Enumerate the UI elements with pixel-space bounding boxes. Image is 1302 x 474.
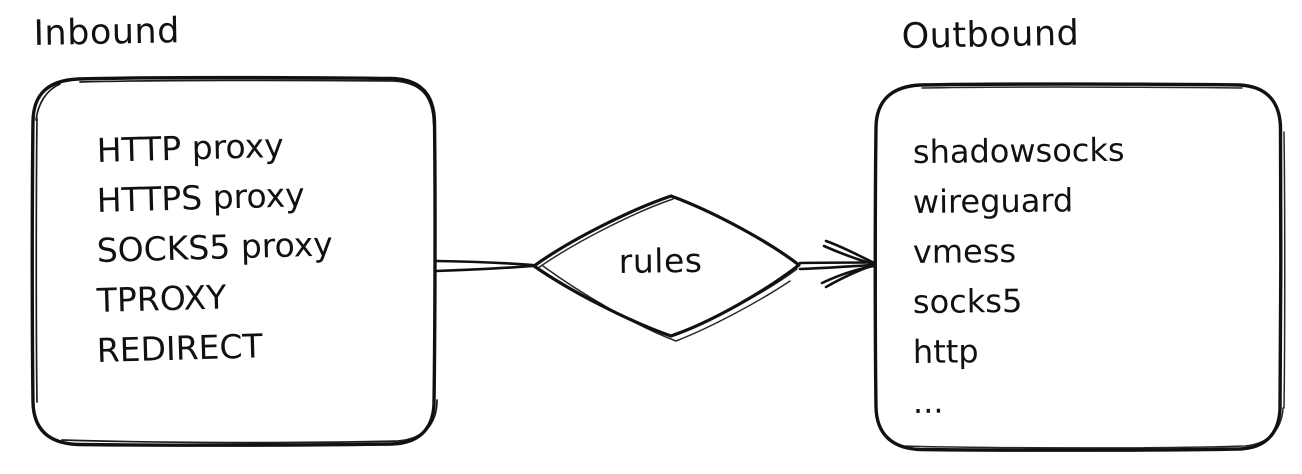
inbound-title: Inbound [33, 11, 181, 54]
list-item: vmess [912, 231, 1017, 271]
list-item: SOCKS5 proxy [96, 224, 334, 270]
inbound-protocol-list: HTTP proxy HTTPS proxy SOCKS5 proxy TPRO… [96, 126, 334, 383]
inbound-to-rules-connector [434, 259, 535, 273]
list-item: socks5 [912, 281, 1023, 321]
rules-diamond-outline-secondary [537, 198, 798, 342]
outbound-protocol-list: shadowsocks wireguard vmess socks5 http … [912, 130, 1125, 434]
list-item: ... [912, 382, 944, 421]
rules-label: rules [618, 240, 703, 281]
list-item: http [912, 332, 979, 371]
list-item: REDIRECT [96, 326, 264, 370]
outbound-title: Outbound [901, 13, 1080, 57]
list-item: shadowsocks [912, 130, 1125, 171]
inbound-box-outline [30, 75, 437, 447]
inbound-box-outline-secondary [35, 79, 438, 444]
outbound-box-outline-secondary [899, 86, 1286, 449]
arrowhead-icon [820, 239, 876, 289]
list-item: TPROXY [96, 277, 227, 320]
list-item: wireguard [912, 181, 1074, 221]
